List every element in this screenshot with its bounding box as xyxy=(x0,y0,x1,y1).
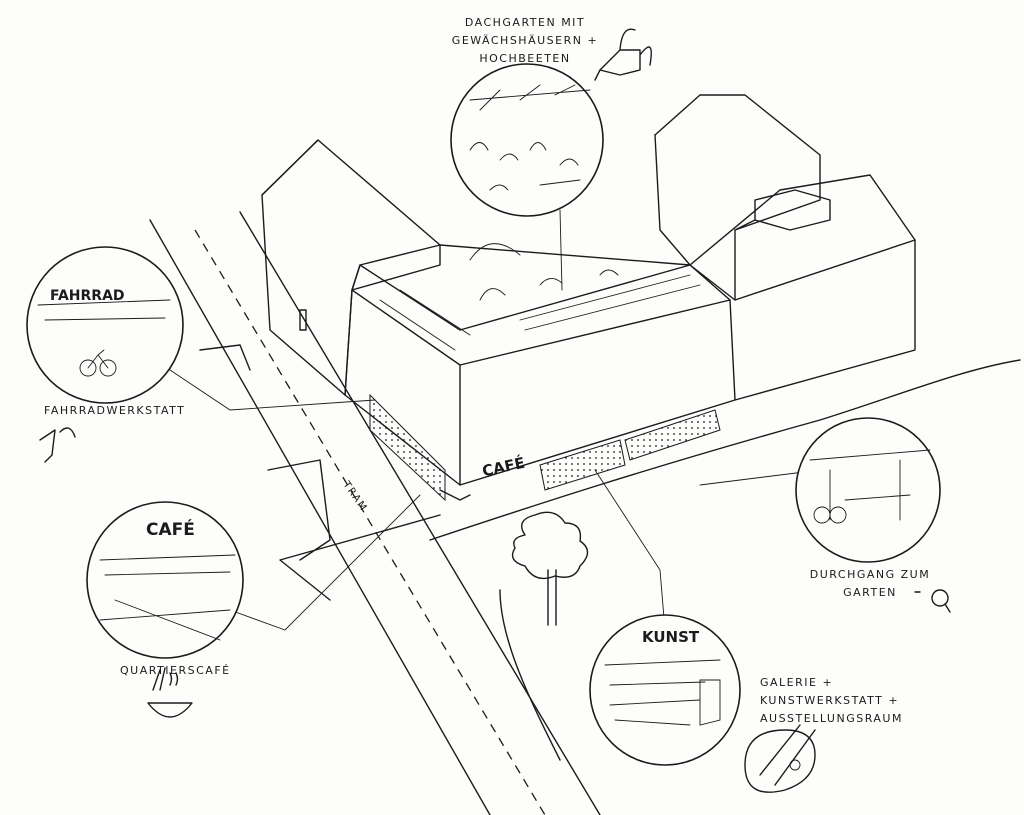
art-sign: KUNST xyxy=(642,628,700,646)
bicycle-pump-icon xyxy=(39,427,76,463)
gallery-label-line-2: KUNSTWERKSTATT + xyxy=(760,694,900,707)
left-building xyxy=(261,139,441,396)
gallery-label: GALERIE + KUNSTWERKSTATT + AUSSTELLUNGSR… xyxy=(760,674,903,728)
passage-label-line-1: DURCHGANG ZUM xyxy=(809,568,931,581)
watering-can-icon xyxy=(594,28,652,81)
leader-lines xyxy=(154,209,826,631)
right-building xyxy=(654,94,916,401)
passage-label: DURCHGANG ZUM GARTEN xyxy=(795,566,945,602)
art-vignette xyxy=(589,614,741,766)
roof-garden-label-line-2: GEWÄCHSHÄUSERN + xyxy=(451,34,599,47)
noodle-bowl-icon xyxy=(147,667,193,718)
cafe-vignette-sign: CAFÉ xyxy=(146,520,195,540)
roof-garden-label: DACHGARTEN MIT GEWÄCHSHÄUSERN + HOCHBEET… xyxy=(420,14,630,68)
gallery-label-line-3: AUSSTELLUNGSRAUM xyxy=(760,712,903,725)
pin-icon xyxy=(914,589,951,613)
tram-track xyxy=(194,229,546,815)
roof-garden-label-line-1: DACHGARTEN MIT xyxy=(464,16,586,29)
bike-sign: FAHRRAD xyxy=(50,288,125,304)
roof-garden-label-line-3: HOCHBEETEN xyxy=(479,52,571,65)
bike-workshop-label: FAHRRADWERKSTATT xyxy=(44,404,186,417)
cafe-label: QUARTIERSCAFÉ xyxy=(120,664,231,677)
passage-label-line-2: GARTEN xyxy=(843,586,897,599)
passage-vignette xyxy=(795,417,941,563)
gallery-label-line-1: GALERIE + xyxy=(760,676,834,689)
roof-garden-vignette xyxy=(450,63,604,217)
bike-workshop-vignette xyxy=(26,246,184,404)
cafe-vignette xyxy=(86,501,244,659)
tree xyxy=(511,511,589,626)
palette-icon xyxy=(744,724,816,793)
